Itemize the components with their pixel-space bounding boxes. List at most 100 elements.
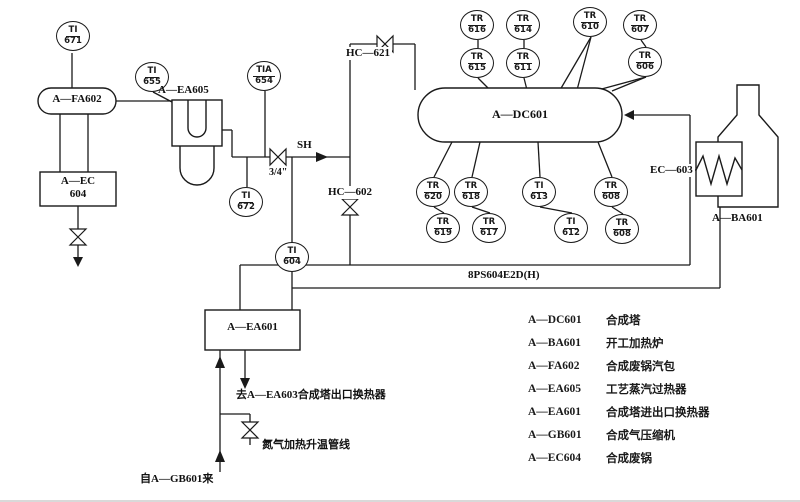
instrument-leader xyxy=(433,141,453,178)
instrument-tag: TIA xyxy=(253,65,275,77)
legend-name: 开工加热炉 xyxy=(606,337,664,350)
instrument-leader xyxy=(559,36,592,91)
vessel-ec604-boiler xyxy=(39,171,117,207)
instrument-tag: TR xyxy=(423,181,443,193)
from-gb601-arrow-icon xyxy=(215,450,225,462)
instrument-tag: TR xyxy=(479,217,499,229)
instrument-number: 612 xyxy=(562,227,580,238)
instrument-number: 611 xyxy=(514,62,532,73)
instrument-tag: TR xyxy=(580,11,600,23)
from-gb601-note: 自A—GB601来 xyxy=(140,473,214,485)
instrument-number: 610 xyxy=(581,21,599,32)
instrument-tag: TI xyxy=(284,246,300,258)
legend-tag: A—EC604 xyxy=(528,451,582,464)
instrument-number: 613 xyxy=(530,191,548,202)
sh-label: SH xyxy=(297,139,312,151)
instrument-number: 607 xyxy=(631,24,649,35)
legend-row: A—DC601 合成塔 xyxy=(528,308,710,331)
instrument-tag: TR xyxy=(433,217,453,229)
hc621-label: HC—621 xyxy=(344,47,392,60)
instrument-number: 618 xyxy=(462,191,480,202)
instrument-tag: TR xyxy=(513,52,533,64)
instrument-leader xyxy=(576,36,592,91)
to-ea603-note: 去A—EA603合成塔出口换热器 xyxy=(236,389,386,401)
instrument-tag: TI xyxy=(531,181,547,193)
legend-name: 合成气压缩机 xyxy=(606,429,675,442)
instrument-tag: TR xyxy=(601,181,621,193)
vessel-fa602-drum xyxy=(37,87,117,115)
instrument-tag: TR xyxy=(461,181,481,193)
legend-name: 合成废锅 xyxy=(606,452,652,465)
vessel-ec603-exchanger xyxy=(695,141,743,197)
legend-name: 合成废锅汽包 xyxy=(606,360,675,373)
instrument-number: 619 xyxy=(434,227,452,238)
instrument-tag: TI xyxy=(65,25,81,37)
instrument-number: 620 xyxy=(424,191,442,202)
nitrogen-note: 氮气加热升温管线 xyxy=(262,439,350,451)
instrument-number: 616 xyxy=(468,24,486,35)
legend-tag: A—DC601 xyxy=(528,313,582,326)
to-dc601-arrow-icon xyxy=(624,110,634,120)
nitrogen-valve-icon xyxy=(240,421,260,439)
instrument-number: 604 xyxy=(283,256,301,267)
legend-name: 工艺蒸汽过热器 xyxy=(606,383,687,396)
instrument-tag: TR xyxy=(467,14,487,26)
instrument-tag: TR xyxy=(467,52,487,64)
instrument-number: 671 xyxy=(64,35,82,46)
sh-valve-icon xyxy=(269,147,287,167)
ec603-label: EC—603 xyxy=(648,164,695,177)
ea605-label: A—EA605 xyxy=(158,84,209,96)
legend-tag: A—EA601 xyxy=(528,405,582,418)
ec604-label: A—EC 604 xyxy=(42,175,114,200)
ti655-leader xyxy=(152,91,173,103)
valve-layer xyxy=(68,34,394,439)
hc602-label: HC—602 xyxy=(326,186,374,199)
instrument-leader xyxy=(471,141,481,178)
ec604-label-line2: 604 xyxy=(69,187,87,200)
vessel-ea605-utube xyxy=(179,146,215,186)
vessel-ea601-exchanger xyxy=(204,309,301,351)
sh-flow-arrow-icon xyxy=(316,152,328,162)
arrow-layer xyxy=(73,110,634,462)
legend-tag: A—FA602 xyxy=(528,359,580,372)
instrument-number: 654 xyxy=(255,75,273,86)
instrument-number: 615 xyxy=(468,62,486,73)
legend-row: A—FA602 合成废锅汽包 xyxy=(528,354,710,377)
instrument-number: 655 xyxy=(143,76,161,87)
sh-size-label: 3/4" xyxy=(269,167,288,178)
legend-row: A—EC604 合成废锅 xyxy=(528,446,710,469)
instrument-number: 608 xyxy=(613,228,631,239)
hc602-valve-icon xyxy=(340,198,360,216)
ps604-line-label: 8PS604E2D(H) xyxy=(468,269,540,281)
legend-name: 合成塔 xyxy=(606,314,641,327)
into-ea601-arrow-icon xyxy=(215,356,225,368)
ec604-label-line1: A—EC xyxy=(60,175,96,187)
vessel-dc601-converter xyxy=(417,87,623,143)
instrument-connector xyxy=(611,206,624,215)
legend-name: 合成塔进出口换热器 xyxy=(606,406,710,419)
legend-tag: A—GB601 xyxy=(528,428,582,441)
instrument-leader xyxy=(597,141,613,178)
ba601-label: A—BA601 xyxy=(712,212,763,224)
legend-row: A—EA601 合成塔进出口换热器 xyxy=(528,400,710,423)
instrument-number: 608 xyxy=(602,191,620,202)
instrument-tag: TI xyxy=(144,66,160,78)
